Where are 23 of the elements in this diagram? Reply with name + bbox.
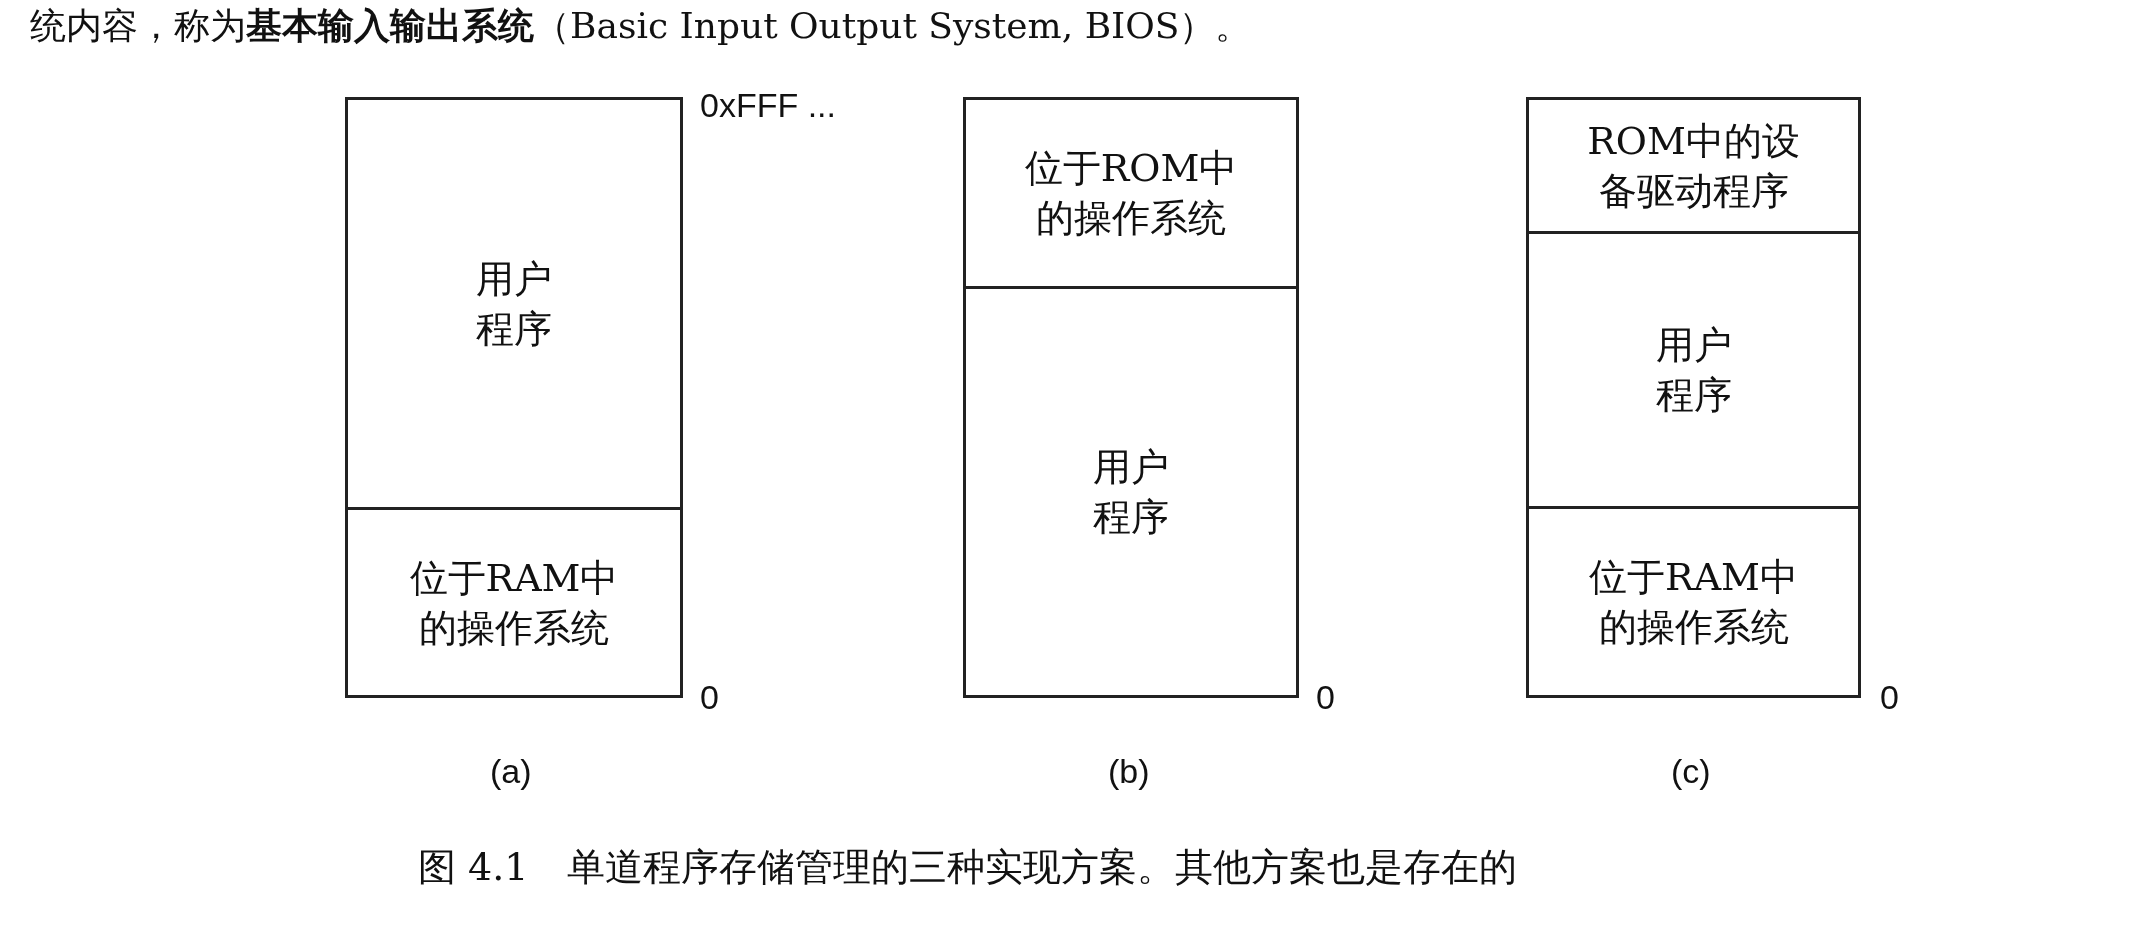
memory-region (1526, 97, 1861, 234)
memory-region (345, 507, 683, 698)
region-label: 用户程序 (475, 255, 553, 353)
memory-region (1526, 506, 1861, 698)
region-label: ROM中的设备驱动程序 (1586, 117, 1801, 215)
region-label: 用户程序 (1092, 444, 1170, 541)
figure-caption: 图 4.1 单道程序存储管理的三种实现方案。其他方案也是存在的 (418, 844, 1517, 891)
address-label: 0 (700, 678, 719, 717)
body-text: 统内容，称为基本输入输出系统（Basic Input Output System, BIOS）。 (30, 3, 1252, 48)
address-label: 0xFFF ... (700, 86, 836, 125)
address-label: 0 (1316, 678, 1335, 717)
panel-label: (b) (1108, 752, 1150, 791)
region-label: 位于ROM中的操作系统 (1023, 145, 1239, 242)
address-label: 0 (1880, 678, 1899, 717)
memory-region (963, 286, 1299, 698)
memory-region (963, 97, 1299, 289)
region-label: 用户程序 (1654, 322, 1733, 419)
region-label: 位于RAM中的操作系统 (408, 554, 620, 652)
memory-region (345, 97, 683, 510)
panel-label: (c) (1671, 752, 1711, 791)
memory-region (1526, 231, 1861, 509)
region-label: 位于RAM中的操作系统 (1588, 554, 1799, 651)
panel-label: (a) (490, 752, 532, 791)
